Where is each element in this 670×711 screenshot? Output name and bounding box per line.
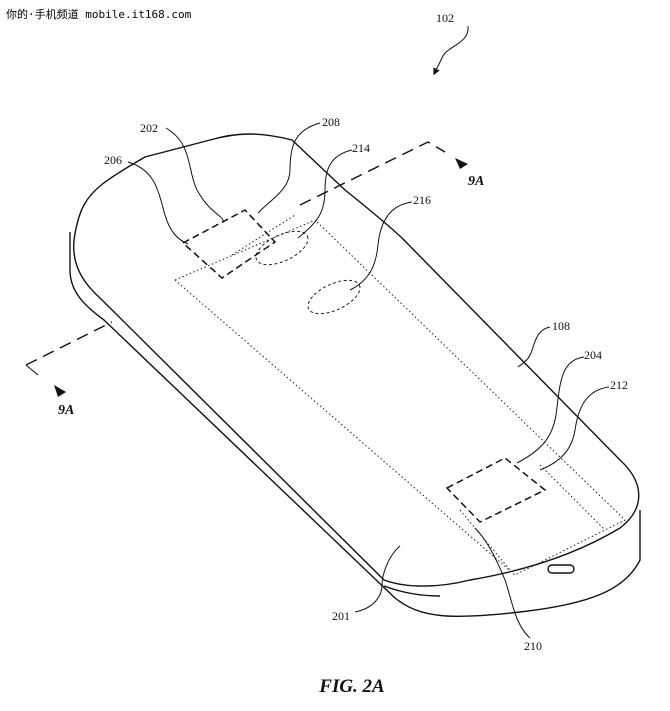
leader-202 xyxy=(165,127,225,223)
watermark-text: 你的·手机频道 mobile.it168.com xyxy=(6,8,192,21)
device-bottom-rim xyxy=(383,585,441,597)
section-line-lower-corner xyxy=(25,364,39,376)
label-208: 208 xyxy=(322,115,340,129)
label-204: 204 xyxy=(584,348,602,362)
label-102: 102 xyxy=(436,11,454,25)
label-212: 212 xyxy=(610,378,628,392)
device-top-face xyxy=(73,133,640,587)
leader-204 xyxy=(516,356,585,464)
leader-206 xyxy=(127,161,189,245)
section-line-lower xyxy=(25,321,113,366)
internal-dotted-bottom-right xyxy=(539,464,606,531)
label-108: 108 xyxy=(552,319,570,333)
device-side-edge xyxy=(69,232,521,618)
section-marker-upper: 9A xyxy=(468,174,484,189)
section-arrow-lower xyxy=(54,385,66,397)
internal-dotted-top xyxy=(231,214,296,256)
device-side-edge-right xyxy=(519,510,641,613)
label-202: 202 xyxy=(140,121,158,135)
leader-214 xyxy=(297,149,353,239)
leader-216 xyxy=(349,201,413,291)
section-line-upper xyxy=(299,141,446,206)
component-upper-box xyxy=(181,209,277,279)
label-214: 214 xyxy=(352,141,370,155)
leader-212 xyxy=(539,386,610,471)
label-216: 216 xyxy=(413,193,431,207)
leader-108 xyxy=(517,326,551,368)
charging-port xyxy=(547,564,575,574)
leader-208 xyxy=(257,122,321,214)
internal-dotted-outline xyxy=(174,219,626,576)
section-marker-lower: 9A xyxy=(58,403,74,418)
figure-caption: FIG. 2A xyxy=(318,676,384,697)
component-lower-box xyxy=(445,457,547,523)
leader-210 xyxy=(474,527,531,639)
device-arrow xyxy=(433,25,469,76)
component-214-outline xyxy=(255,230,309,266)
leader-201 xyxy=(354,545,401,613)
label-206: 206 xyxy=(104,153,122,167)
label-210: 210 xyxy=(524,639,542,653)
internal-dotted-bottom-left xyxy=(459,509,511,571)
section-arrow-upper xyxy=(455,158,468,169)
label-201: 201 xyxy=(332,609,350,623)
component-216-outline xyxy=(307,279,361,315)
